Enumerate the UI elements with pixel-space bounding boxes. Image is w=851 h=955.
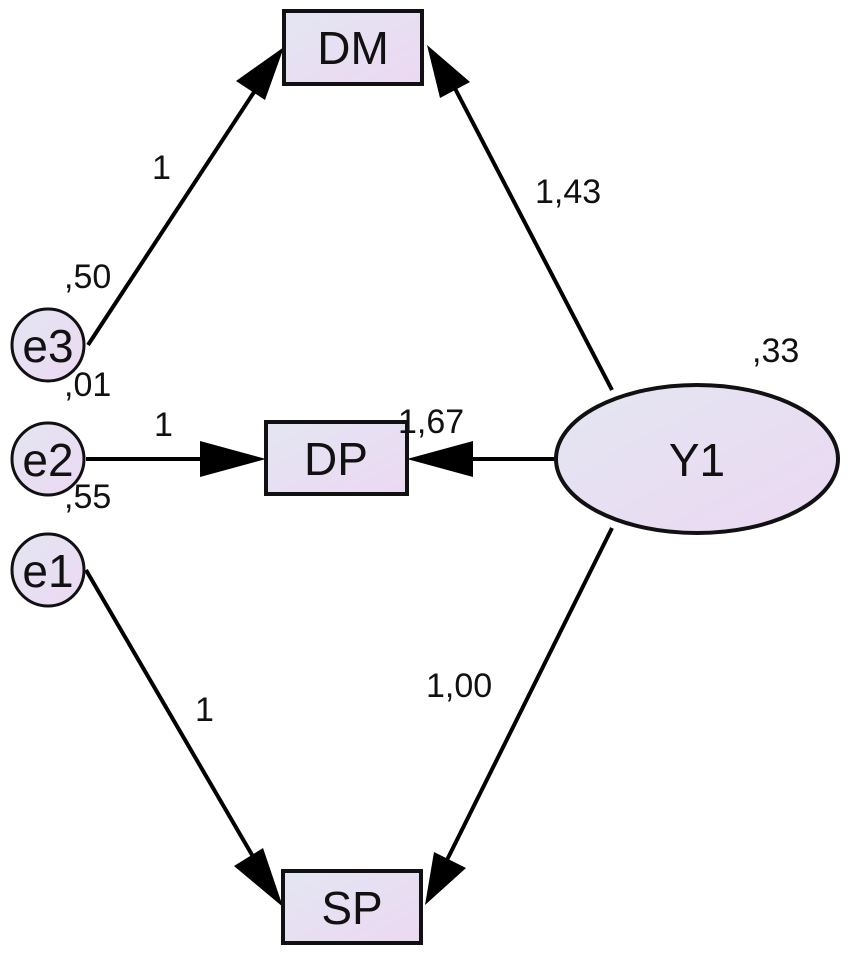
node-e1: e1: [10, 532, 86, 608]
arrowhead-sp-left: [234, 848, 283, 907]
e2-variance-label: ,01: [64, 366, 111, 404]
node-sp-label: SP: [321, 882, 382, 934]
arrowhead-dp-right: [407, 441, 473, 477]
node-dm-label: DM: [317, 22, 389, 74]
y1-variance-label: ,33: [752, 332, 799, 370]
y1-to-dm-coefficient: 1,43: [535, 173, 601, 211]
node-y1-label: Y1: [669, 434, 725, 486]
arrowhead-dm-left: [236, 47, 284, 100]
arrowhead-dm-right: [427, 45, 470, 98]
y1-to-sp-coefficient: 1,00: [426, 667, 492, 705]
node-e2-label: e2: [22, 434, 73, 486]
node-e1-label: e1: [22, 545, 73, 597]
e2-to-dp-coefficient: 1: [154, 406, 173, 444]
edge-e3-to-dm: [86, 78, 264, 347]
arrowhead-dp-left: [200, 441, 266, 477]
node-e3-label: e3: [22, 320, 73, 372]
e1-variance-label: ,55: [64, 478, 111, 516]
e1-to-sp-coefficient: 1: [195, 691, 214, 729]
node-sp: SP: [281, 869, 423, 945]
node-e3: e3: [10, 307, 86, 383]
e3-to-dm-coefficient: 1: [152, 149, 171, 187]
edge-y1-to-sp: [442, 527, 614, 867]
node-e2: e2: [10, 421, 86, 497]
e3-variance-label: ,50: [64, 258, 111, 296]
node-dp: DP: [264, 420, 409, 496]
node-dp-label: DP: [304, 433, 368, 485]
edge-e1-to-sp: [84, 568, 264, 874]
edge-y1-to-dm: [446, 74, 614, 391]
arrowhead-sp-right: [425, 852, 466, 905]
node-y1: Y1: [554, 383, 840, 535]
y1-to-dp-coefficient: 1,67: [398, 403, 464, 441]
node-dm: DM: [282, 9, 424, 86]
